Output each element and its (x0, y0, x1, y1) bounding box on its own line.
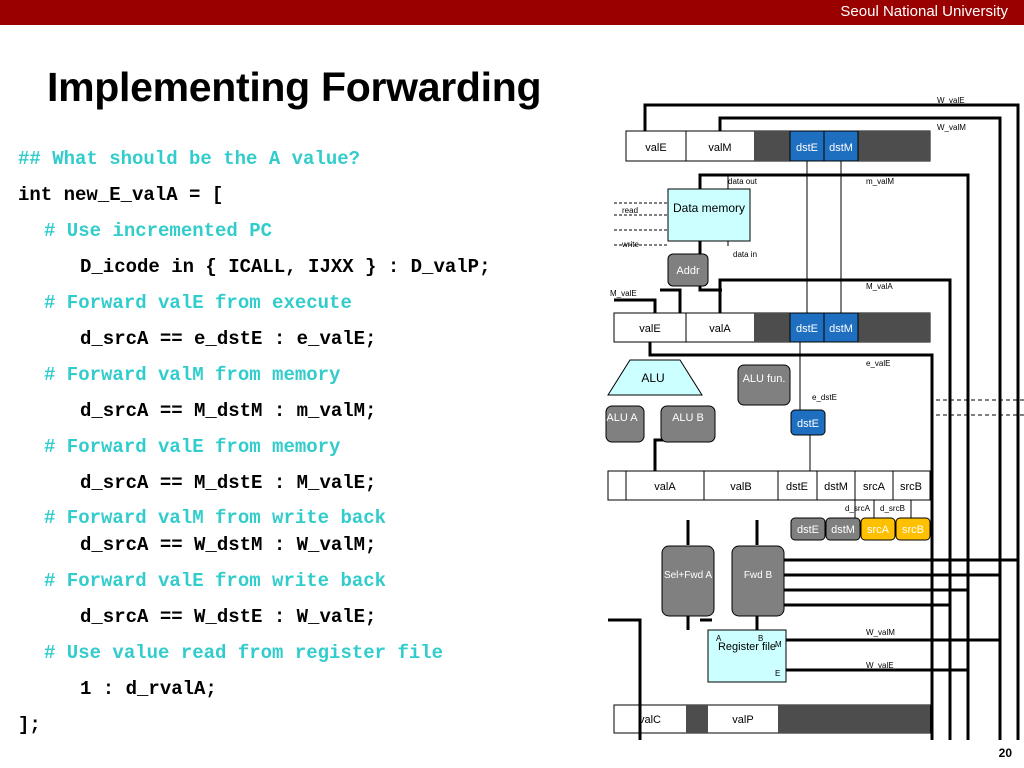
d-valc-label: valC (639, 714, 661, 726)
label-m-vala: M_valA (866, 282, 893, 291)
alu-fun-block: ALU fun. (737, 364, 791, 406)
rf-b-port: B (758, 634, 763, 643)
register-file-block: Register file A B M E (707, 629, 787, 683)
label-w-valm-bottom: W_valM (866, 628, 895, 637)
w-register: valE valM dstE dstM (625, 130, 931, 162)
label-data-out: data out (728, 177, 758, 186)
label-w-valm: W_valM (937, 123, 966, 132)
dec-srca-label: srcA (867, 524, 890, 536)
alu-fun-label: ALU fun. (743, 373, 786, 385)
w-vale-label: valE (645, 142, 666, 154)
code-comment-line: # Forward valE from write back (44, 570, 387, 592)
dec-dste-label: dstE (797, 524, 819, 536)
header-bar: Seoul National University (0, 0, 1024, 25)
page-number: 20 (998, 746, 1012, 760)
label-e-dste: e_dstE (812, 393, 837, 402)
label-m-vale: M_valE (610, 289, 637, 298)
code-comment-line: # Use incremented PC (44, 220, 273, 242)
e-vala-label: valA (654, 481, 676, 493)
alu-label: ALU (641, 371, 664, 385)
code-comment-line: ## What should be the A value? (18, 148, 361, 170)
data-memory-label: Data memory (673, 201, 745, 215)
d-valp-label: valP (732, 714, 753, 726)
signal-labels: W_valE W_valM data out m_valM read write… (610, 96, 966, 670)
pipeline-diagram: valE valM dstE dstM valE valA dstE dstM … (605, 96, 1024, 740)
rf-m-port: M (775, 640, 782, 649)
code-line: ]; (18, 714, 41, 736)
slide-title: Implementing Forwarding (47, 64, 542, 110)
label-w-vale-bottom: W_valE (866, 661, 894, 670)
alu-b-block: ALU B (660, 405, 716, 443)
rf-e-port: E (775, 669, 780, 678)
code-line: d_srcA == e_dstE : e_valE; (80, 328, 377, 350)
fwd-b-block: Fwd B (731, 545, 785, 617)
w-valm-label: valM (708, 142, 731, 154)
addr-label: Addr (676, 265, 700, 277)
code-line: int new_E_valA = [ (18, 184, 224, 206)
decode-dst-src-boxes: dstE dstM srcA srcB (790, 517, 931, 541)
dec-dstm-label: dstM (831, 524, 855, 536)
m-vale-label: valE (639, 323, 660, 335)
code-comment-line: # Forward valE from memory (44, 436, 341, 458)
e-dste-label: dstE (786, 481, 808, 493)
label-w-vale: W_valE (937, 96, 965, 105)
rf-a-port: A (716, 634, 722, 643)
w-dstm-label: dstM (829, 142, 853, 154)
code-line: D_icode in { ICALL, IJXX } : D_valP; (80, 256, 491, 278)
e-srcb-label: srcB (900, 481, 922, 493)
e-dstm-label: dstM (824, 481, 848, 493)
execute-dste-block: dstE (790, 409, 826, 436)
code-line: d_srcA == W_dstM : W_valM; (80, 534, 377, 556)
e-register: valA valB dstE dstM srcA srcB (607, 470, 931, 501)
execute-dste-label: dstE (797, 418, 819, 430)
label-d-srca: d_srcA (845, 504, 871, 513)
code-comment-line: # Use value read from register file (44, 642, 444, 664)
w-dste-label: dstE (796, 142, 818, 154)
label-read: read (622, 206, 638, 215)
code-line: 1 : d_rvalA; (80, 678, 217, 700)
fwd-b-label: Fwd B (744, 570, 773, 581)
e-valb-label: valB (730, 481, 751, 493)
bottom-buses (608, 520, 1018, 740)
e-srca-label: srcA (863, 481, 886, 493)
data-memory-block: Data memory (667, 188, 751, 242)
sel-fwd-a-block: Sel+Fwd A (661, 545, 715, 617)
alu-b-label: ALU B (672, 412, 704, 424)
register-file-label: Register file (718, 641, 776, 653)
alu-a-label: ALU A (606, 412, 638, 424)
m-dstm-label: dstM (829, 323, 853, 335)
label-d-srcb: d_srcB (880, 504, 905, 513)
dec-srcb-label: srcB (902, 524, 924, 536)
code-block: ## What should be the A value? int new_E_… (18, 148, 491, 736)
feedback-buses (614, 103, 1020, 740)
m-vala-label: valA (709, 323, 731, 335)
addr-block: Addr (667, 253, 709, 287)
code-line: d_srcA == M_dstM : m_valM; (80, 400, 377, 422)
m-dste-label: dstE (796, 323, 818, 335)
label-m-valm: m_valM (866, 177, 894, 186)
m-register: valE valA dstE dstM (613, 312, 931, 343)
code-comment-line: # Forward valE from execute (44, 292, 352, 314)
label-e-vale: e_valE (866, 359, 890, 368)
label-data-in: data in (733, 250, 757, 259)
university-name: Seoul National University (840, 3, 1008, 20)
sel-fwd-a-label: Sel+Fwd A (664, 570, 712, 581)
code-line: d_srcA == W_dstE : W_valE; (80, 606, 377, 628)
alu-a-block: ALU A (605, 405, 645, 443)
alu-block: ALU (607, 359, 703, 396)
code-line: d_srcA == M_dstE : M_valE; (80, 472, 377, 494)
code-comment-line: # Forward valM from memory (44, 364, 341, 386)
d-register: valC valP (613, 704, 931, 734)
code-comment-line: # Forward valM from write back (44, 507, 387, 529)
label-write: write (621, 240, 639, 249)
